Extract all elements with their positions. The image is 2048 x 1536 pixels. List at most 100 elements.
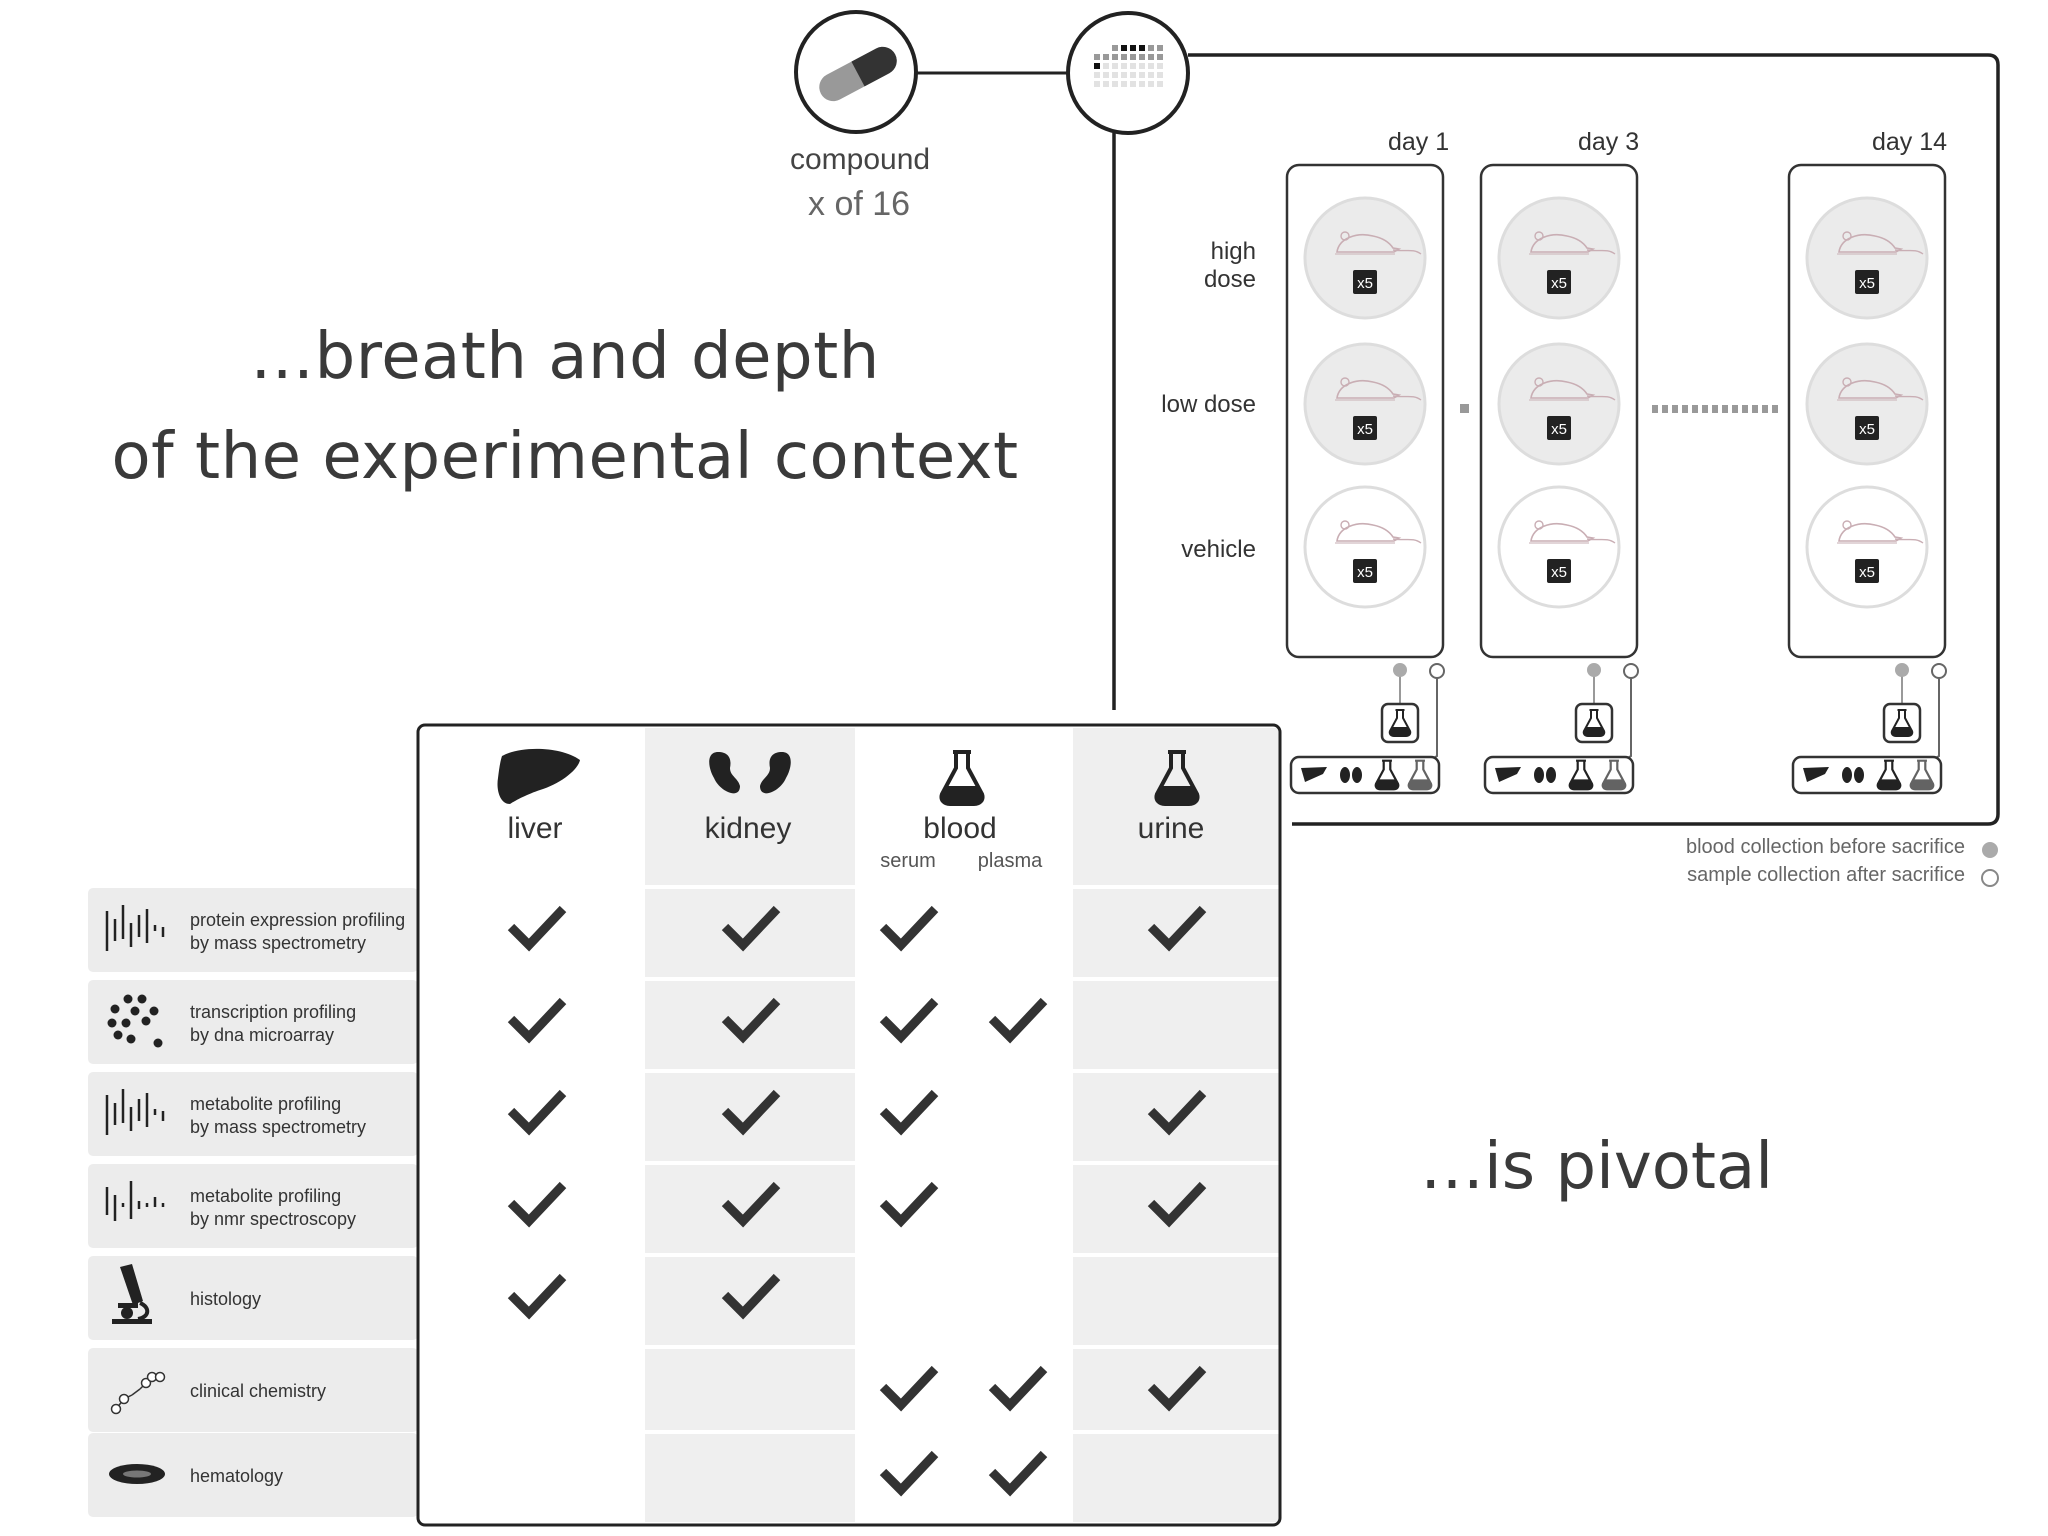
row-label-line-1: metabolite profiling (190, 1186, 342, 1206)
check-serum (883, 1093, 935, 1129)
row-label-cell (88, 1348, 418, 1432)
day-label-3: day 14 (1872, 128, 1948, 156)
legend-sample-after: sample collection after sacrifice (1687, 864, 1965, 886)
animal-group: x5 (1497, 196, 1621, 320)
animal-group: x5 (1303, 342, 1427, 466)
row-label-line-2: by dna microarray (190, 1025, 335, 1045)
col-subheader-serum: serum (880, 850, 936, 872)
day-column: x5 x5 x5 (1285, 163, 1445, 795)
check-serum (883, 1454, 935, 1490)
row-label-cell (88, 980, 418, 1064)
group-size-text: x5 (1859, 564, 1875, 581)
group-size-badge (1855, 559, 1879, 583)
row-label-line-1: protein expression profiling (190, 910, 406, 930)
day-column: x5 x5 x5 (1787, 163, 1947, 795)
check-serum (883, 1185, 935, 1221)
group-size-text: x5 (1859, 275, 1875, 292)
kidney-mini-icon (1340, 767, 1350, 783)
check-serum (883, 909, 935, 945)
group-size-text: x5 (1551, 421, 1567, 438)
compound-label: compound (790, 143, 931, 176)
sample-collection-dot (1931, 663, 1947, 679)
row-label: clinical chemistry (190, 1380, 410, 1403)
group-size-badge (1353, 270, 1377, 294)
col-header-kidney: kidney (704, 812, 792, 845)
blood-flask-header-icon (939, 750, 985, 806)
liver-mini-icon (1495, 767, 1521, 782)
group-size-text: x5 (1551, 275, 1567, 292)
sample-strip (1791, 755, 1943, 795)
row-label-cell (88, 888, 418, 972)
check-liver (511, 909, 563, 945)
legend-blood-dot (1982, 842, 1998, 858)
group-size-text: x5 (1859, 421, 1875, 438)
mass-spectrum-icon (105, 1089, 165, 1135)
row-label-cell (88, 1072, 418, 1156)
dose-label-low: low dose (1161, 391, 1256, 418)
blood-collection-dot (1393, 663, 1407, 677)
animal-group: x5 (1805, 485, 1929, 609)
row-label: metabolite profiling by mass spectrometry (190, 1093, 410, 1139)
capsule-icon (819, 46, 897, 102)
animal-group: x5 (1497, 485, 1621, 609)
animal-group: x5 (1497, 342, 1621, 466)
assay-table (88, 723, 1282, 1527)
check-plasma (992, 1001, 1044, 1037)
check-serum (883, 1369, 935, 1405)
col-header-liver: liver (507, 812, 563, 845)
row-label-cell (88, 1256, 418, 1340)
sample-strip (1289, 755, 1441, 795)
dose-label-high: high dose (1203, 238, 1256, 293)
headline-line-1: …breath and depth (250, 320, 880, 394)
group-size-badge (1353, 559, 1377, 583)
mass-spectrum-icon (105, 905, 165, 951)
legend-sample-dot (1981, 869, 1999, 887)
headline-line-2: of the experimental context (111, 420, 1019, 494)
day-label-2: day 3 (1578, 128, 1640, 156)
row-label: histology (190, 1288, 410, 1311)
check-liver (511, 1185, 563, 1221)
row-label-cell (88, 1164, 418, 1248)
compound-count: x of 16 (808, 185, 911, 223)
check-serum (883, 1001, 935, 1037)
day-column: x5 x5 x5 (1479, 163, 1639, 795)
animal-group: x5 (1303, 196, 1427, 320)
animal-group: x5 (1805, 196, 1929, 320)
check-liver (511, 1093, 563, 1129)
sample-strip (1483, 755, 1635, 795)
nmr-spectrum-icon (105, 1181, 165, 1221)
blood-collection-dot (1587, 663, 1601, 677)
kidney-mini-icon (1534, 767, 1544, 783)
check-liver (511, 1277, 563, 1313)
headline-conclusion: …is pivotal (1420, 1130, 1773, 1204)
row-label-line-2: by mass spectrometry (190, 1117, 367, 1137)
group-size-text: x5 (1551, 564, 1567, 581)
check-plasma (992, 1369, 1044, 1405)
group-size-badge (1855, 416, 1879, 440)
legend-blood-before: blood collection before sacrifice (1685, 836, 1965, 858)
check-liver (511, 1001, 563, 1037)
dose-grid-node (1066, 11, 1190, 135)
group-size-text: x5 (1357, 275, 1373, 292)
row-label-line-1: hematology (190, 1466, 284, 1486)
row-label-line-1: metabolite profiling (190, 1094, 342, 1114)
liver-mini-icon (1803, 767, 1829, 782)
blood-cell-icon (109, 1464, 165, 1484)
liver-icon (497, 748, 580, 804)
row-label-line-2: by nmr spectroscopy (190, 1209, 357, 1229)
row-label: metabolite profiling by nmr spectroscopy (190, 1185, 410, 1231)
group-size-badge (1353, 416, 1377, 440)
group-size-badge (1547, 416, 1571, 440)
molecule-icon (110, 1371, 166, 1415)
group-size-text: x5 (1357, 421, 1373, 438)
kidney-mini-icon (1842, 767, 1852, 783)
microarray-dots-icon (107, 994, 163, 1048)
group-size-text: x5 (1357, 564, 1373, 581)
row-label-line-1: histology (190, 1289, 262, 1309)
animal-group: x5 (1303, 485, 1427, 609)
microscope-icon (112, 1264, 152, 1324)
row-label: hematology (190, 1465, 410, 1488)
col-header-urine: urine (1137, 812, 1205, 845)
